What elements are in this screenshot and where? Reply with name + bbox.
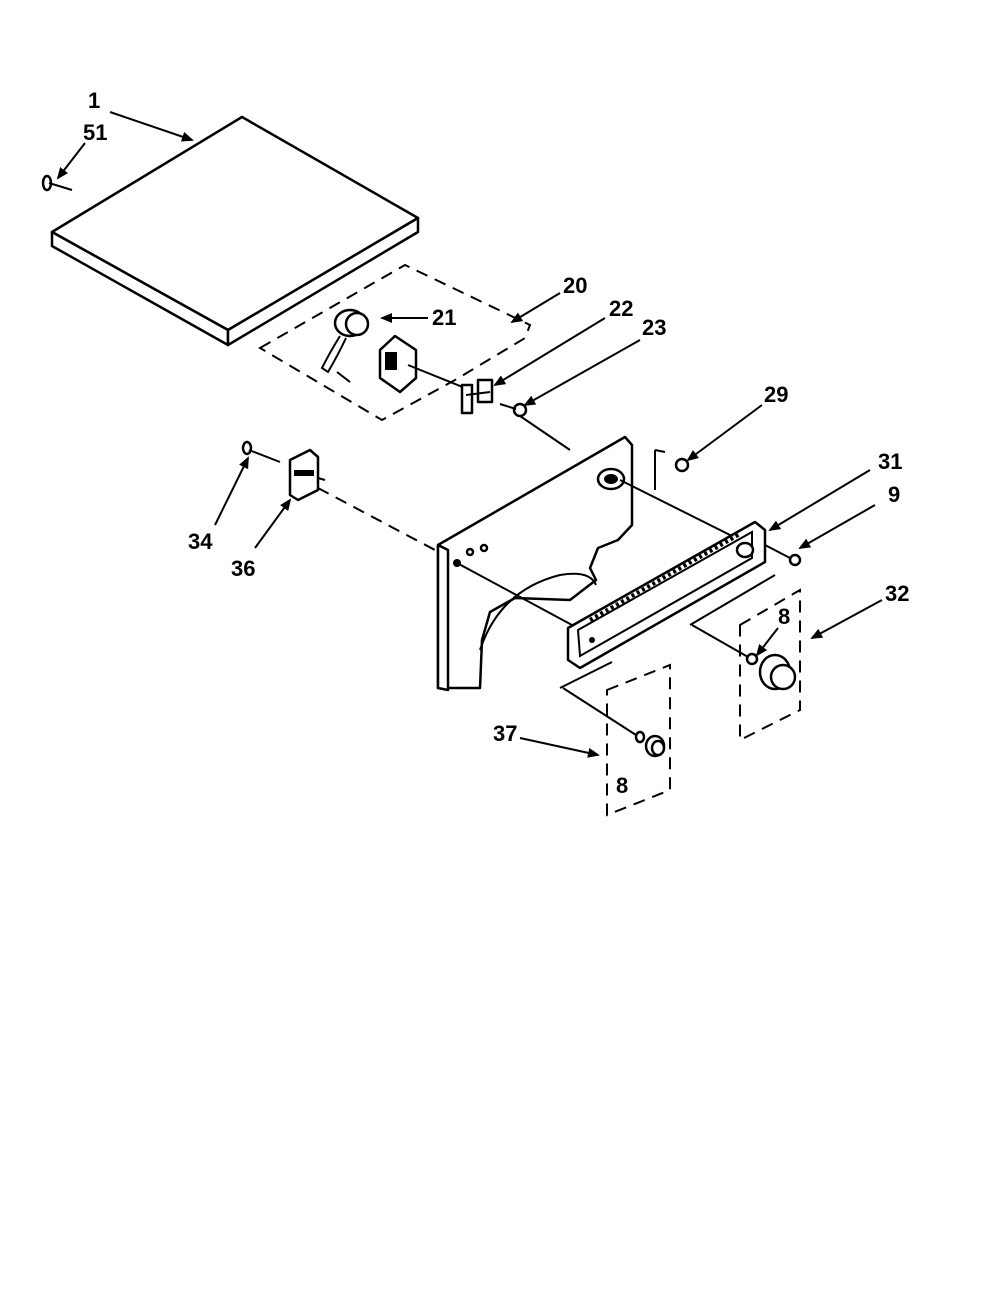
callout-29: 29 [764,382,788,407]
leader-lines [56,111,883,758]
callout-51: 51 [83,120,107,145]
console-panel [436,435,634,692]
callout-8-lower: 8 [616,773,628,798]
knob-37 [562,687,666,758]
callout-36: 36 [231,556,255,581]
knob-32 [691,624,797,691]
callout-21: 21 [432,305,456,330]
assembly-line-bracket [519,415,571,451]
callout-37: 37 [493,721,517,746]
callout-23: 23 [642,315,666,340]
switch-group-box [258,263,532,422]
callout-20: 20 [563,273,587,298]
callout-9: 9 [888,482,900,507]
callout-34: 34 [188,529,213,554]
top-cover [50,115,420,347]
knob-group-37-box [606,663,671,817]
callout-22: 22 [609,296,633,321]
plate-screw [788,553,802,567]
knob-group-32-box [739,588,801,742]
control-plate [566,520,767,670]
assembly-line-hinge [317,487,436,551]
assembly-line-knob-32 [689,574,776,626]
assembly-line-knob-37 [559,661,613,689]
assembly-line-panel-1 [619,479,741,541]
assembly-line-panel-2 [456,562,573,626]
callout-31: 31 [878,449,902,474]
panel-screw [654,449,690,490]
cover-screw [41,174,73,192]
callout-32: 32 [885,581,909,606]
switch-body [378,334,471,394]
assembly-line-plate-screw [764,544,791,559]
callout-labels: 1 51 20 21 22 23 29 31 9 34 36 32 8 37 8 [83,88,909,798]
hinge [241,440,326,502]
switch-bracket [460,378,528,418]
callout-1: 1 [88,88,100,113]
callout-8-upper: 8 [778,604,790,629]
switch-knob [320,308,370,383]
